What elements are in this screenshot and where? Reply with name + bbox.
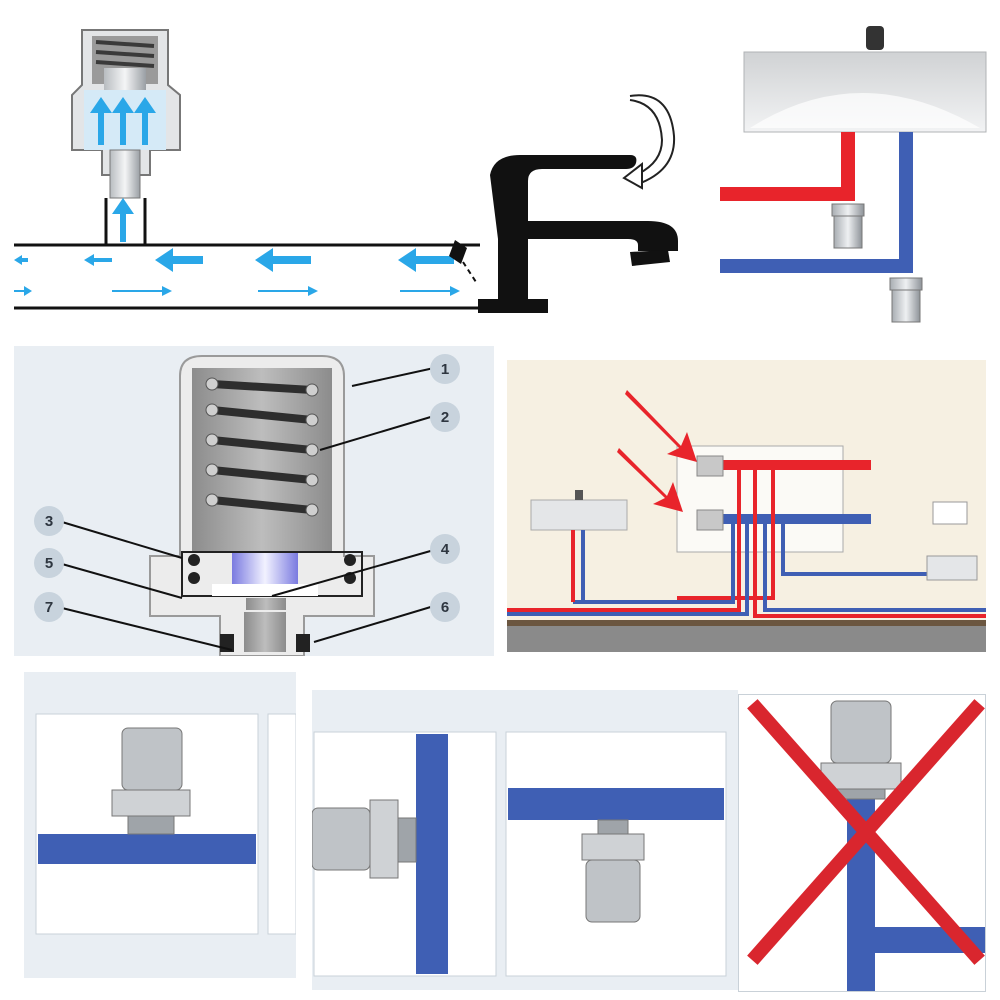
- arrestor-on-cold-icon: [889, 277, 923, 323]
- mounting-correct-horizontal-group: [312, 690, 738, 990]
- manifold-panel: [507, 360, 986, 652]
- reflected-wave-arrows: [14, 248, 454, 272]
- spring-coil-ends: [205, 377, 319, 517]
- heater-connection-panel: [700, 0, 1000, 330]
- callout-badge-6: 6: [430, 592, 460, 622]
- mounting-correct-vertical: [24, 672, 296, 978]
- callout-lines: [61, 367, 435, 651]
- spring: [211, 380, 313, 514]
- wall-heater-icon: [926, 501, 978, 581]
- red-arrow-icon: [617, 390, 697, 512]
- callout-badge-5: 5: [34, 548, 64, 578]
- hot-manifold-line: [696, 455, 871, 477]
- piston: [181, 551, 363, 652]
- callout-badge-3: 3: [34, 506, 64, 536]
- callout-badge-1: 1: [430, 354, 460, 384]
- water-heater-icon: [743, 26, 987, 133]
- hot-pipe: [720, 132, 855, 201]
- distribution-pipes: [507, 470, 986, 618]
- rotation-arrow-icon: [622, 94, 676, 190]
- upward-flow-arrows: [90, 97, 156, 242]
- forward-flow-arrows: [14, 286, 460, 296]
- cutaway-panel: 1 2 3 5 7 4 6: [14, 346, 494, 656]
- cold-pipe: [720, 132, 913, 273]
- arrestor-on-hot-icon: [831, 203, 865, 249]
- mounting-incorrect: [738, 694, 986, 992]
- callout-badge-4: 4: [430, 534, 460, 564]
- faucet-icon: [449, 155, 678, 313]
- cold-manifold-line: [696, 509, 871, 531]
- callout-badge-7: 7: [34, 592, 64, 622]
- floor: [507, 626, 986, 652]
- flow-diagram-panel: [0, 0, 700, 330]
- washbasin-icon: [530, 490, 628, 602]
- horizontal-pipe: [14, 198, 480, 310]
- cross-icon: [747, 699, 985, 965]
- callout-badge-2: 2: [430, 402, 460, 432]
